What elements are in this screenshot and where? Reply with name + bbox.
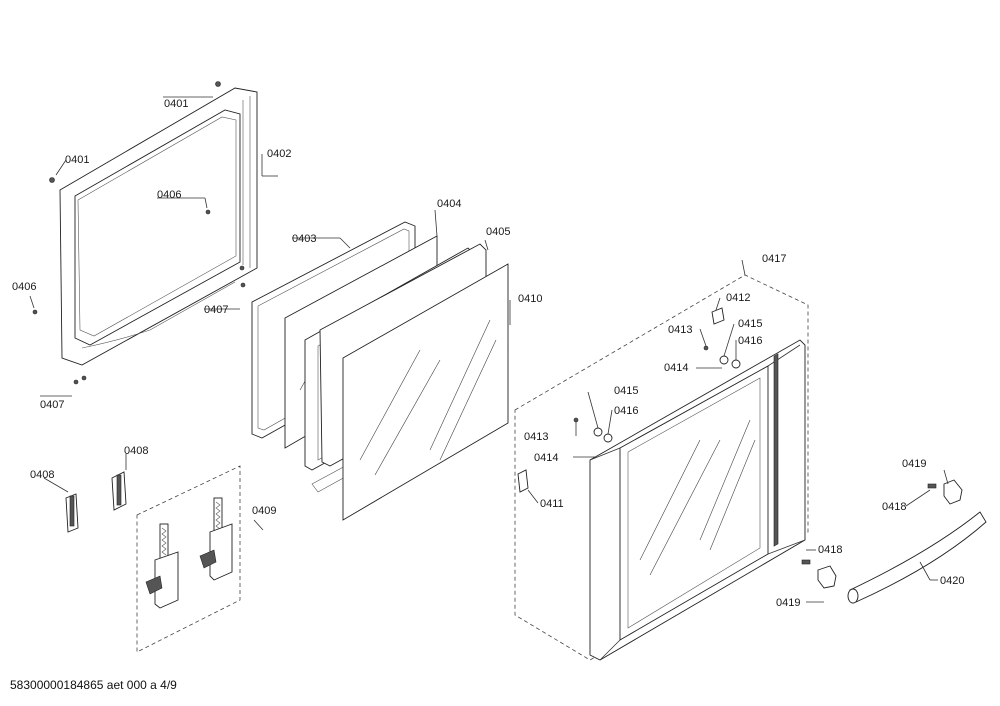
- leader-lines: [29, 96, 949, 603]
- label-0419-upper: 0419: [902, 458, 926, 470]
- hinge-group: [136, 465, 241, 653]
- hinge-cover-left: [65, 493, 79, 533]
- label-0414-lower: 0414: [534, 452, 558, 464]
- label-0418-upper: 0418: [882, 501, 906, 513]
- label-0401-top: 0401: [164, 98, 188, 110]
- handle-end-cap-lower: [801, 559, 837, 589]
- label-0413-upper: 0413: [668, 324, 692, 336]
- label-0415-lower: 0415: [614, 385, 638, 397]
- label-0417: 0417: [762, 253, 786, 265]
- outer-glass-part: [342, 263, 509, 521]
- label-0412: 0412: [726, 292, 750, 304]
- label-0401-left: 0401: [65, 154, 89, 166]
- label-0414-upper: 0414: [664, 362, 688, 374]
- handle-part: [847, 511, 987, 604]
- label-0416-lower: 0416: [614, 405, 638, 417]
- label-0413-lower: 0413: [524, 431, 548, 443]
- label-0418-lower: 0418: [818, 544, 842, 556]
- label-0406-lower: 0406: [12, 281, 36, 293]
- label-0403: 0403: [292, 233, 316, 245]
- label-0416-upper: 0416: [738, 335, 762, 347]
- label-0405: 0405: [486, 226, 510, 238]
- label-0410: 0410: [518, 293, 542, 305]
- label-0407-right: 0407: [204, 304, 228, 316]
- label-0402: 0402: [267, 148, 291, 160]
- label-0411: 0411: [540, 498, 564, 510]
- label-0406-upper: 0406: [157, 189, 181, 201]
- label-0408-right: 0408: [124, 445, 148, 457]
- label-0420: 0420: [940, 575, 964, 587]
- label-0419-lower: 0419: [776, 597, 800, 609]
- label-0415-upper: 0415: [738, 318, 762, 330]
- door-assembly-group: [514, 274, 809, 661]
- handle-end-cap-upper: [927, 479, 963, 505]
- door-frame-part: [32, 81, 258, 385]
- hinge-cover-right: [111, 471, 127, 511]
- label-0409: 0409: [252, 505, 276, 517]
- label-0408-left: 0408: [30, 469, 54, 481]
- label-0404: 0404: [437, 198, 461, 210]
- label-0407-left: 0407: [40, 399, 64, 411]
- document-id-footer: 58300000184865 aet 000 a 4/9: [10, 678, 177, 692]
